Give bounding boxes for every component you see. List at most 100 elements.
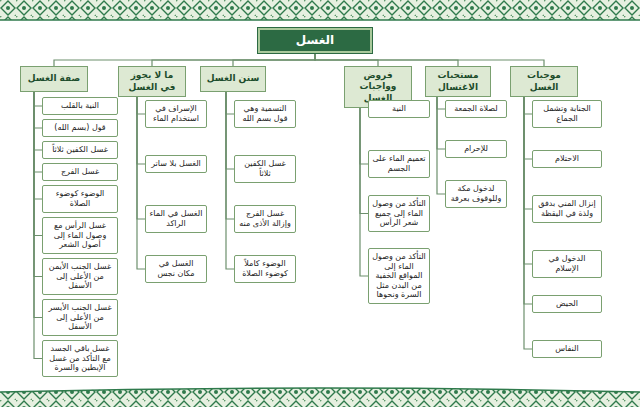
- node-label: الغسل: [296, 33, 334, 47]
- item-box: الجنابة وتشمل الجماع: [532, 100, 602, 128]
- node-label: سنن الغسل: [207, 73, 260, 84]
- tree-connector: [315, 53, 544, 66]
- category-box: مستحبات الاغتسال: [425, 66, 491, 97]
- item-box: تعميم الماء على الجسم: [368, 150, 430, 178]
- tree-connector: [226, 92, 234, 219]
- item-box: الاحتلام: [532, 150, 602, 168]
- node-label: فروض وواجبات الغسل: [348, 70, 408, 104]
- node-label: غسل الفرج وإزالة الأذى منه: [238, 209, 292, 228]
- node-label: غسل الجنب الأيسر من الأعلى إلى الأسفل: [46, 303, 114, 332]
- tree-connector: [34, 92, 42, 199]
- item-box: لدخول مكة وللوقوف بعرفة: [445, 180, 507, 208]
- item-box: غسل باقي الجسد مع التأكد من غسل الإبطين …: [42, 340, 118, 377]
- tree-connector: [137, 97, 145, 114]
- category-box: ما لا يجوز في الغسل: [118, 66, 186, 97]
- tree-connector: [524, 97, 532, 264]
- node-label: النية بالقلب: [61, 101, 99, 111]
- item-box: الوضوء كوضوء الصلاة: [42, 185, 118, 213]
- node-label: الغسل في الماء الراكد: [149, 209, 203, 228]
- item-box: الغسل بلا ساتر: [145, 155, 207, 173]
- node-label: غسل الفرج: [61, 167, 99, 177]
- root-box: الغسل: [258, 28, 372, 53]
- item-box: التأكد من وصول الماء إلى المواقع الخفية …: [368, 248, 430, 304]
- node-label: التأكد من وصول الماء إلى جميع شعر الرأس: [372, 199, 426, 228]
- tree-connector: [34, 92, 42, 318]
- tree-connector: [34, 92, 42, 172]
- tree-connector: [34, 92, 42, 150]
- item-box: غسل الفرج: [42, 163, 118, 181]
- category-box: سنن الغسل: [200, 66, 266, 92]
- tree-connector: [137, 97, 145, 164]
- node-label: لدخول مكة وللوقوف بعرفة: [449, 184, 503, 203]
- item-box: التأكد من وصول الماء إلى جميع شعر الرأس: [368, 195, 430, 232]
- node-label: غسل الكفين ثلاثاً: [52, 145, 108, 155]
- tree-connector: [360, 108, 368, 164]
- item-box: قول (بسم الله): [42, 119, 118, 137]
- item-box: غسل الفرج وإزالة الأذى منه: [234, 205, 296, 233]
- node-label: صفة الغسل: [28, 73, 81, 84]
- node-label: التسمية وهي قول بسم الله: [238, 104, 292, 123]
- node-label: موجبات الغسل: [514, 70, 574, 93]
- node-label: الإسراف في استخدام الماء: [149, 104, 203, 123]
- item-box: للإحرام: [445, 140, 507, 158]
- tree-connector: [34, 92, 42, 236]
- node-label: الوضوء كوضوء الصلاة: [46, 189, 114, 208]
- node-label: غسل الكفين ثلاثاً: [238, 159, 292, 178]
- item-box: الإسراف في استخدام الماء: [145, 100, 207, 128]
- tree-connector: [137, 97, 145, 219]
- tree-connector: [437, 97, 445, 194]
- item-box: التسمية وهي قول بسم الله: [234, 100, 296, 128]
- tree-connector: [34, 92, 42, 359]
- tree-connector: [315, 53, 458, 66]
- node-label: تعميم الماء على الجسم: [372, 154, 426, 173]
- node-label: غسل الجنب الأيمن من الأعلى إلى الأسفل: [46, 262, 114, 291]
- tree-connector: [54, 53, 315, 66]
- item-box: النفاس: [532, 340, 602, 358]
- tree-connector: [226, 92, 234, 114]
- node-label: النية: [392, 104, 406, 114]
- item-box: لصلاة الجمعة: [445, 100, 507, 118]
- node-label: الغسل بلا ساتر: [151, 159, 201, 169]
- node-label: النفاس: [555, 344, 578, 354]
- node-label: الدخول في الإسلام: [536, 254, 598, 273]
- tree-connector: [524, 97, 532, 114]
- tree-connector: [437, 97, 445, 109]
- tree-connector: [437, 97, 445, 149]
- node-label: الغسل في مكان نجس: [149, 259, 203, 278]
- node-label: الاحتلام: [555, 154, 579, 164]
- node-label: الحيض: [556, 299, 578, 309]
- bottom-band: [0, 388, 640, 407]
- category-box: موجبات الغسل: [510, 66, 578, 97]
- item-box: النية بالقلب: [42, 97, 118, 115]
- node-label: مستحبات الاغتسال: [429, 70, 487, 93]
- node-label: ما لا يجوز في الغسل: [122, 70, 182, 93]
- node-label: الجنابة وتشمل الجماع: [536, 104, 598, 123]
- node-label: إنزال المني بدفق ولذة في اليقظة: [536, 199, 598, 218]
- tree-connector: [226, 92, 234, 269]
- node-label: لصلاة الجمعة: [454, 104, 497, 114]
- tree-connector: [360, 108, 368, 276]
- tree-connector: [524, 97, 532, 349]
- tree-connector: [524, 97, 532, 159]
- tree-connector: [524, 97, 532, 304]
- tree-connector: [34, 92, 42, 128]
- node-label: قول (بسم الله): [54, 123, 105, 133]
- item-box: غسل الرأس مع وصول الماء إلى أصول الشعر: [42, 217, 118, 254]
- node-label: غسل باقي الجسد مع التأكد من غسل الإبطين …: [46, 344, 114, 373]
- top-band: [0, 0, 640, 20]
- tree-connector: [34, 92, 42, 277]
- item-box: الوضوء كاملاً كوضوء الصلاة: [234, 255, 296, 283]
- node-label: التأكد من وصول الماء إلى المواقع الخفية …: [372, 252, 426, 300]
- item-box: غسل الجنب الأيسر من الأعلى إلى الأسفل: [42, 299, 118, 336]
- item-box: غسل الجنب الأيمن من الأعلى إلى الأسفل: [42, 258, 118, 295]
- top-band-edge: [0, 19, 640, 21]
- item-box: غسل الكفين ثلاثاً: [42, 141, 118, 159]
- item-box: إنزال المني بدفق ولذة في اليقظة: [532, 195, 602, 223]
- tree-connector: [360, 108, 368, 214]
- node-label: غسل الرأس مع وصول الماء إلى أصول الشعر: [46, 221, 114, 250]
- item-box: الحيض: [532, 295, 602, 313]
- category-box: صفة الغسل: [20, 66, 88, 92]
- item-box: غسل الكفين ثلاثاً: [234, 155, 296, 183]
- tree-connector: [315, 53, 378, 66]
